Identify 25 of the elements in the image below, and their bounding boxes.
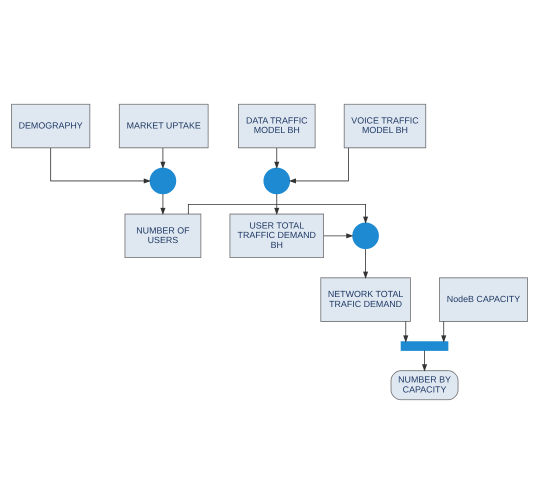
arrow bbox=[160, 148, 166, 169]
node-box: USER TOTAL TRAFFIC DEMAND BH bbox=[230, 214, 324, 258]
arrow bbox=[422, 350, 428, 372]
node-circle bbox=[352, 222, 379, 250]
arrow bbox=[50, 148, 152, 184]
node-box: NUMBER BY CAPACITY bbox=[390, 370, 458, 400]
node-box: DEMOGRAPHY bbox=[11, 104, 90, 148]
node-box: NUMBER OF USERS bbox=[124, 214, 202, 258]
arrow bbox=[403, 321, 408, 343]
arrow bbox=[274, 194, 280, 216]
node-box: NETWORK TOTAL TRAFIC DEMAND bbox=[320, 277, 411, 322]
node-box: MARKET UPTAKE bbox=[118, 104, 209, 148]
arrow bbox=[441, 321, 446, 343]
node-box: VOICE TRAFFIC MODEL BH bbox=[344, 104, 426, 148]
node-circle bbox=[263, 168, 290, 194]
node-box: NodeB CAPACITY bbox=[439, 277, 528, 322]
arrow bbox=[160, 194, 166, 216]
arrow bbox=[363, 248, 368, 279]
arrow bbox=[188, 204, 368, 224]
node-bar bbox=[400, 341, 448, 351]
node-circle bbox=[150, 168, 176, 194]
arrow bbox=[323, 233, 354, 238]
arrow bbox=[274, 148, 280, 169]
node-box: DATA TRAFFIC MODEL BH bbox=[238, 104, 316, 148]
arrow bbox=[288, 148, 349, 184]
